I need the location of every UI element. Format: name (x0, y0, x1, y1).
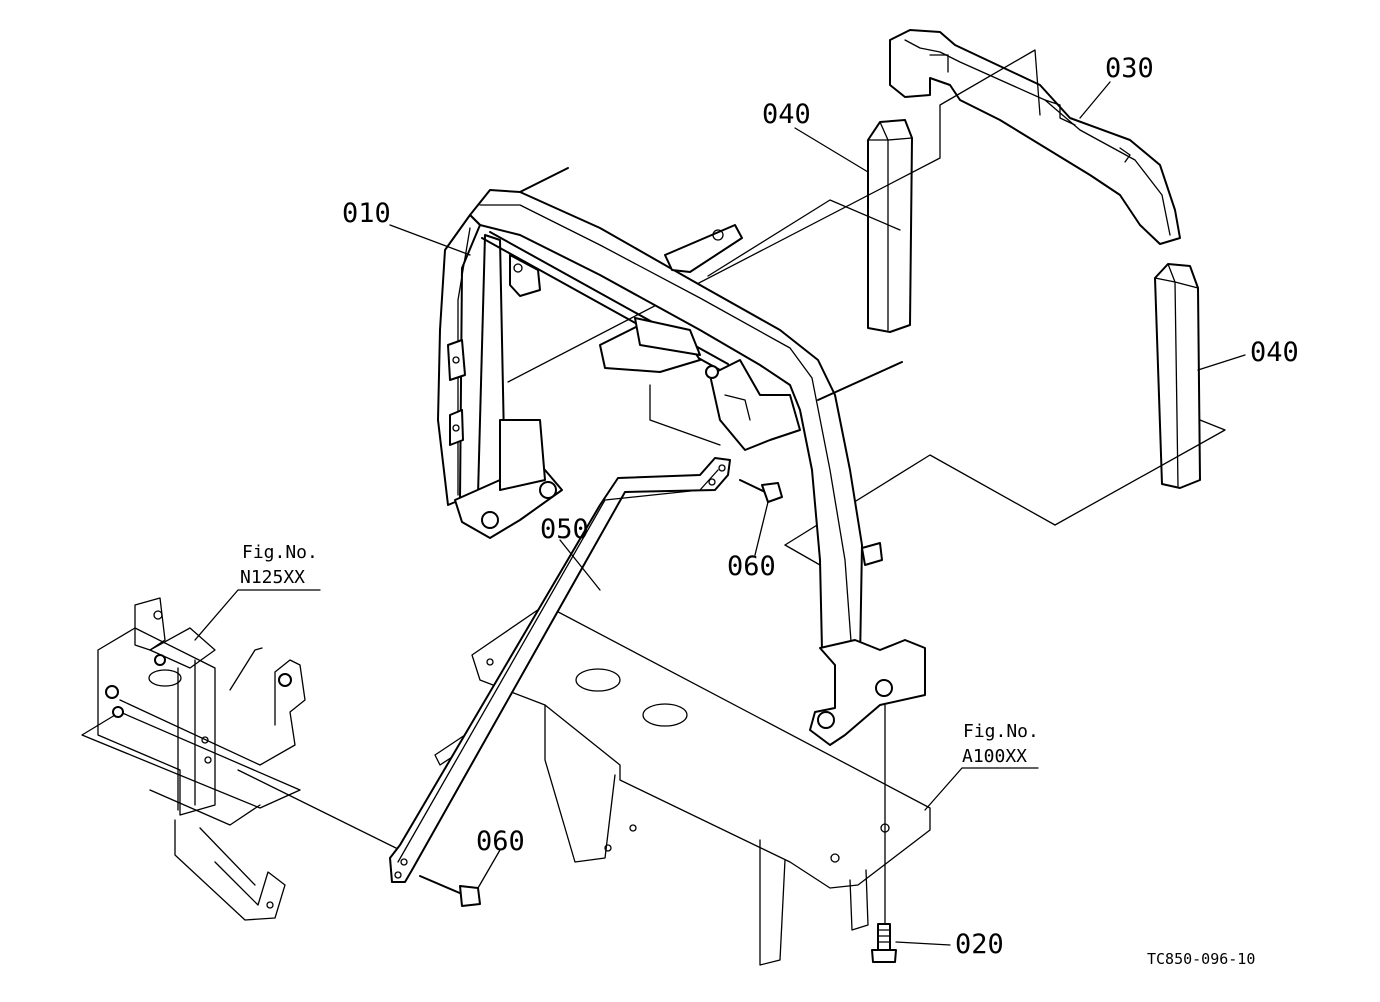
label-030: 030 (1105, 53, 1154, 84)
part-060-bolt-upper (739, 479, 783, 503)
part-040-lower-cushion (1154, 263, 1201, 489)
part-020-bolt (871, 923, 897, 963)
part-labels: 010 020 030 040 040 050 060 060 (342, 53, 1299, 960)
label-040-lower: 040 (1250, 337, 1299, 368)
fig-ref-a100-line2: A100XX (962, 746, 1027, 767)
fig-ref-a100-line1: Fig.No. (963, 721, 1039, 742)
part-060-bolt-lower (419, 875, 481, 907)
label-040-upper: 040 (762, 99, 811, 130)
figure-references: Fig.No. N125XX Fig.No. A100XX (240, 542, 1039, 767)
part-010-rops-frame (437, 167, 926, 746)
label-010: 010 (342, 198, 391, 229)
drawing-code: TC850-096-10 (1147, 950, 1255, 968)
part-050-stay (389, 457, 731, 883)
label-060-lower: 060 (476, 826, 525, 857)
fig-ref-n125-line1: Fig.No. (242, 542, 318, 563)
bracket-assembly-reference (81, 597, 306, 921)
label-060-upper: 060 (727, 551, 776, 582)
alignment-lines (237, 49, 1226, 936)
label-050: 050 (540, 514, 589, 545)
label-020: 020 (955, 929, 1004, 960)
leader-lines (194, 81, 1246, 946)
fig-ref-n125-line2: N125XX (240, 567, 305, 588)
part-030-top-cushion (889, 29, 1181, 245)
